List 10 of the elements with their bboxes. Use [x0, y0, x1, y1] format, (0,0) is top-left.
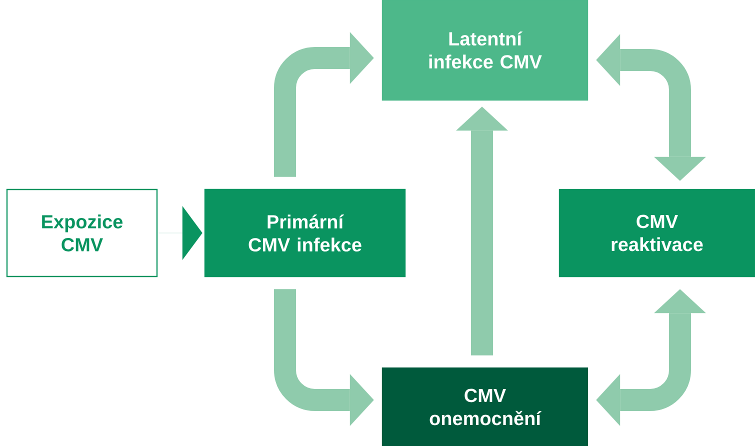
start-box: Expozice CMV	[6, 188, 158, 278]
process-box: Latentní infekce CMV	[382, 0, 588, 101]
process-box: CMV onemocnění	[382, 367, 588, 446]
process-box: CMV reaktivace	[558, 188, 755, 278]
arrow	[274, 32, 374, 177]
double-arrow	[596, 34, 706, 181]
arrow	[158, 206, 202, 260]
arrow	[456, 106, 508, 356]
arrow	[274, 289, 374, 426]
double-arrow	[596, 289, 706, 426]
